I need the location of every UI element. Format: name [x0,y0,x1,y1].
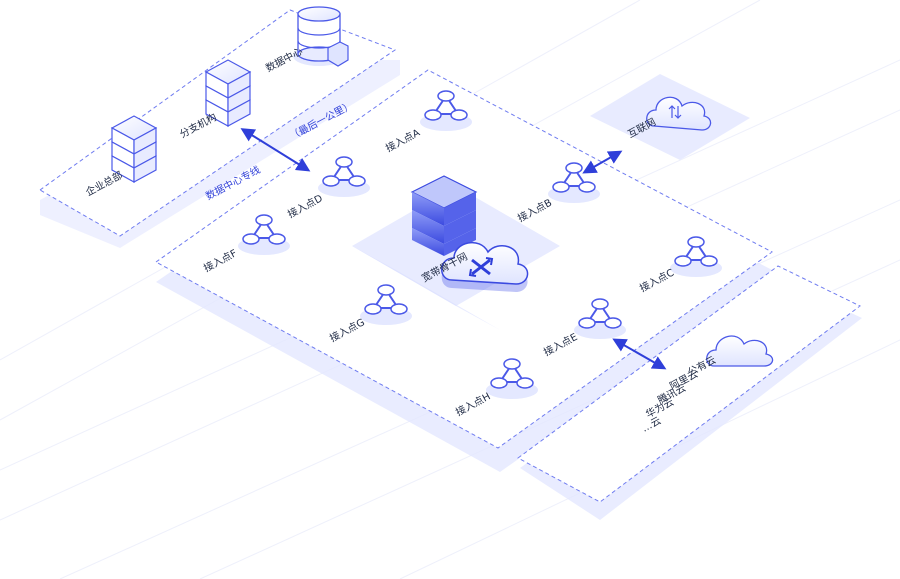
cloud-icon [706,335,774,367]
internet-link-arrow [582,150,623,174]
dedicated-line-arrow [240,128,311,172]
cloud-icon [646,96,712,131]
database-icon [293,6,349,67]
backbone-server-icon [410,175,478,256]
public-cloud-panel [517,265,862,520]
public-cloud-link-arrow [612,338,667,370]
router-cloud-icon [441,241,529,292]
